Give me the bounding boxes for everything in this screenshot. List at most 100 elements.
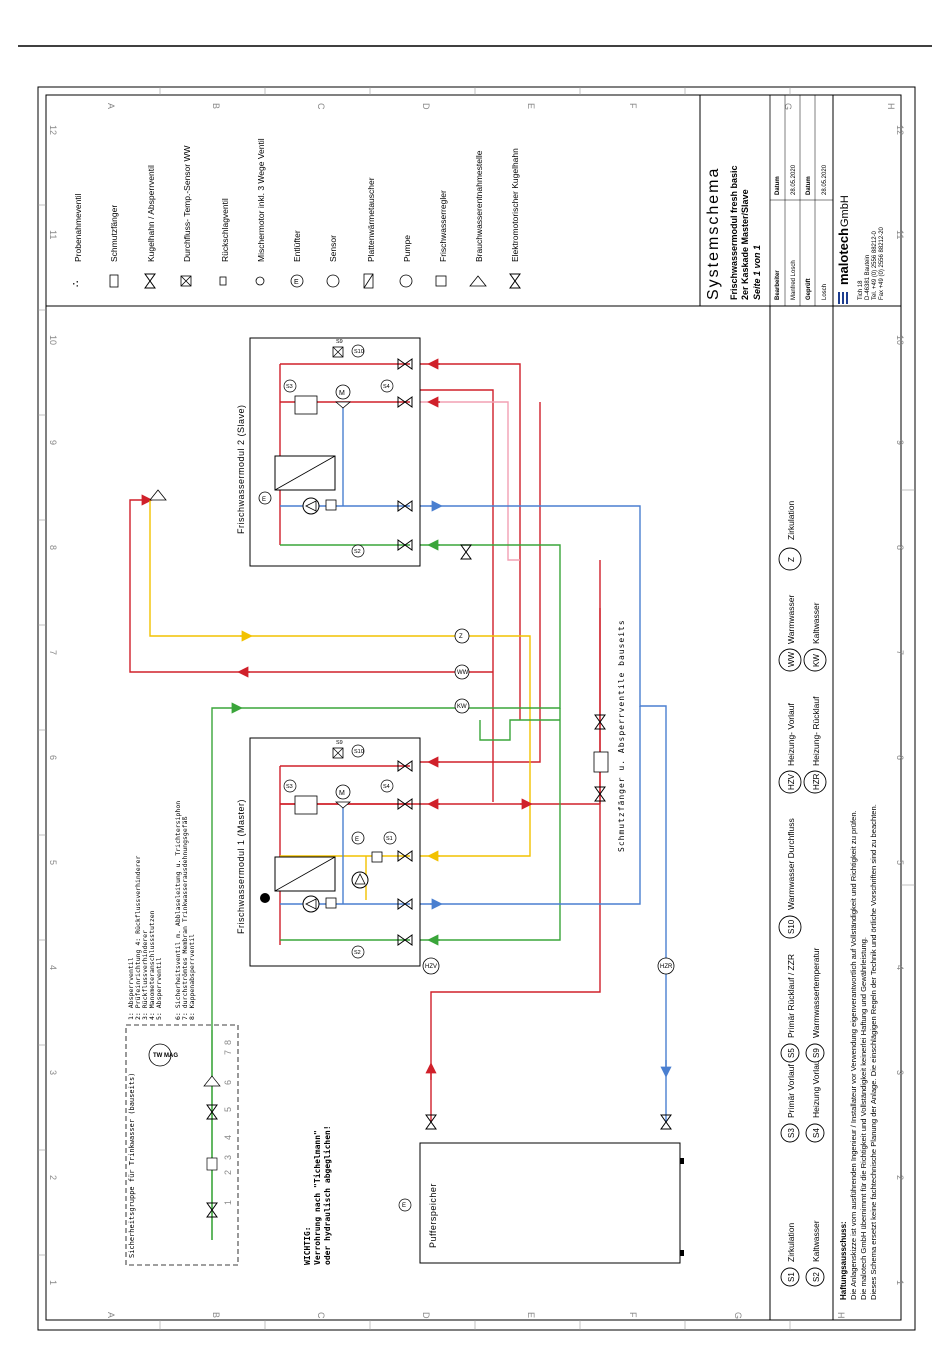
warning-line1: WICHTIG: [303, 1226, 312, 1265]
legend-label: Pumpe [402, 235, 412, 262]
abbr-text: Kaltwasser [811, 1220, 821, 1262]
disclaimer-line3: Dieses Schema ersetzt keine fachtechnisc… [869, 804, 878, 1300]
master-check-valve2-icon [371, 851, 383, 863]
abbr-text: Warmwasser Durchfluss [786, 818, 796, 910]
buffer-vent-letter: E [402, 1203, 406, 1209]
checked-name: Losch [822, 284, 828, 300]
disclaimer-line2: Die malotech GmbH übernimmt für die Rich… [859, 937, 868, 1300]
sg-num-5: 5 [223, 1107, 233, 1112]
master-vent-icon [260, 893, 270, 903]
abbr-s1: S1 Zirkulation [780, 1223, 800, 1287]
abbr-code: S9 [812, 1048, 821, 1058]
inner-frame [45, 94, 902, 1321]
grid-number-3-left: 3 [48, 1070, 58, 1075]
abbr-code: S2 [812, 1272, 821, 1282]
abbr-z: Z Zirkulation [778, 501, 802, 571]
legend-elektromotorischer-kugelhahn: Elektromotorischer Kugelhahn [509, 148, 521, 289]
grid-letter-g-top: G [783, 103, 793, 110]
legend-label: Plattenwärmetauscher [366, 177, 376, 262]
abbr-s2: S2 Kaltwasser [805, 1220, 825, 1287]
motor-ball-valve-icon [509, 273, 521, 289]
pump-icon [399, 274, 413, 288]
legend-brauchwasserentnahmestelle: Brauchwasserentnahmestelle [469, 150, 487, 287]
abbr-text: Warmwasser [786, 595, 796, 644]
slave-s4-label: S4 [383, 384, 390, 390]
module-master: Frischwassermodul 1 (Master) M E S3 S4 S… [236, 737, 421, 967]
grid-letter-a-bottom: A [106, 1312, 116, 1318]
module-slave: Frischwassermodul 2 (Slave) M E S3 S4 S1… [236, 337, 421, 567]
editor-name: Manfred Losch [791, 260, 797, 300]
safety-group-list: 1: Absperrventil 2: Prüfeinrichtung 4: R… [127, 801, 196, 1020]
safety-group: Sicherheitsgruppe für Trinkwasser (bause… [125, 801, 239, 1266]
slave-s3-label: S3 [286, 384, 293, 390]
abbr-code: HZV [787, 773, 796, 790]
slave-vent-icon [258, 491, 272, 505]
grid-number-7-right: 7 [895, 650, 905, 655]
grid-number-6-left: 6 [48, 755, 58, 760]
legend-label: Durchfluss- Temp.-Sensor WW [182, 145, 192, 262]
module-slave-frame [249, 337, 421, 567]
abbr-text: Primär Rücklauf / ZZR [786, 954, 796, 1038]
legend-label: Elektromotorischer Kugelhahn [510, 148, 520, 262]
master-pump-icon [302, 895, 320, 913]
grid-number-7-left: 7 [48, 650, 58, 655]
svg-text:M: M [339, 790, 345, 797]
title-block: Systemschema Frischwassermodul fresh bas… [705, 95, 885, 306]
sg-item-4: 4: Manometeranschlussstutzen [148, 910, 156, 1020]
grid-number-1-right: 1 [895, 1280, 905, 1285]
abbr-code: S1 [787, 1272, 796, 1282]
sg-item-1: 1: Absperrventil [127, 957, 135, 1020]
legend-mischermotor: Mischermotor inkl. 3 Wege Ventil [255, 138, 266, 286]
company-suffix: GmbH [839, 195, 851, 227]
ball-valve-icon [144, 273, 156, 289]
grid-letter-e-top: E [526, 103, 536, 109]
legend-label: Mischermotor inkl. 3 Wege Ventil [256, 138, 266, 262]
abbr-text: Warmwassertemperatur [811, 947, 821, 1038]
svg-text:M: M [339, 390, 345, 397]
grid-letter-d-top: D [421, 103, 431, 110]
grid-number-9-right: 9 [895, 440, 905, 445]
abbr-hzr: HZR Heizung- Rücklauf [803, 696, 827, 794]
grid-number-6-right: 6 [895, 755, 905, 760]
abbr-code: S3 [787, 1128, 796, 1138]
legend-sensor: Sensor [326, 235, 340, 288]
company-logo: malotech GmbH [836, 195, 851, 304]
pipe-label-hzr: HZR [660, 964, 673, 970]
flow-sensor-icon [180, 275, 192, 287]
pipe-label-ww: WW [457, 670, 469, 676]
abbr-ww: WW Warmwasser [778, 595, 802, 672]
abbr-s10: S10 Warmwasser Durchfluss [778, 818, 802, 939]
grid-number-9-left: 9 [48, 440, 58, 445]
sg-num-7: 7 [223, 1050, 233, 1055]
grid-number-4-right: 4 [895, 965, 905, 970]
grid-number-11-left: 11 [48, 230, 58, 239]
slave-sensors: S3 S4 S10 S2 S9 [283, 339, 394, 558]
grid-number-5-right: 5 [895, 860, 905, 865]
product-title: Frischwassermodul fresh basic [729, 165, 739, 300]
slave-pump-icon [302, 497, 320, 515]
checked-label: Geprüft [806, 278, 812, 300]
abbr-code: S4 [812, 1128, 821, 1138]
grid-number-12-right: 12 [895, 125, 905, 135]
slave-valves [397, 358, 413, 551]
editor-label: Bearbeiter [775, 270, 781, 300]
grid-letter-a-top: A [106, 103, 116, 109]
abbr-code: S10 [787, 919, 796, 934]
grid-number-2-left: 2 [48, 1175, 58, 1180]
slave-vent-letter: E [262, 497, 266, 503]
abbr-s4: S4 Heizung Vorlauf [805, 1057, 825, 1143]
grid-number-1-left: 1 [48, 1280, 58, 1285]
sg-item-8: 8: Kappenabsperrventil [188, 934, 196, 1020]
master-valves [397, 760, 413, 946]
sg-item-5: 5: Absperrventil [155, 957, 163, 1020]
legend-frischwasserregler: Frischwasserregler [435, 190, 448, 287]
slave-s9-label: S9 [336, 339, 343, 345]
grid-number-12-left: 12 [48, 125, 58, 135]
tap-icon [469, 275, 487, 287]
sg-num-2: 2 [223, 1170, 233, 1175]
grid-letter-d-bottom: D [421, 1312, 431, 1319]
address-line1: Tich 18 [858, 280, 864, 300]
grid-letter-e-bottom: E [526, 1312, 536, 1318]
abbr-text: Zirkulation [786, 1223, 796, 1262]
pipe-primary-master [280, 608, 601, 805]
